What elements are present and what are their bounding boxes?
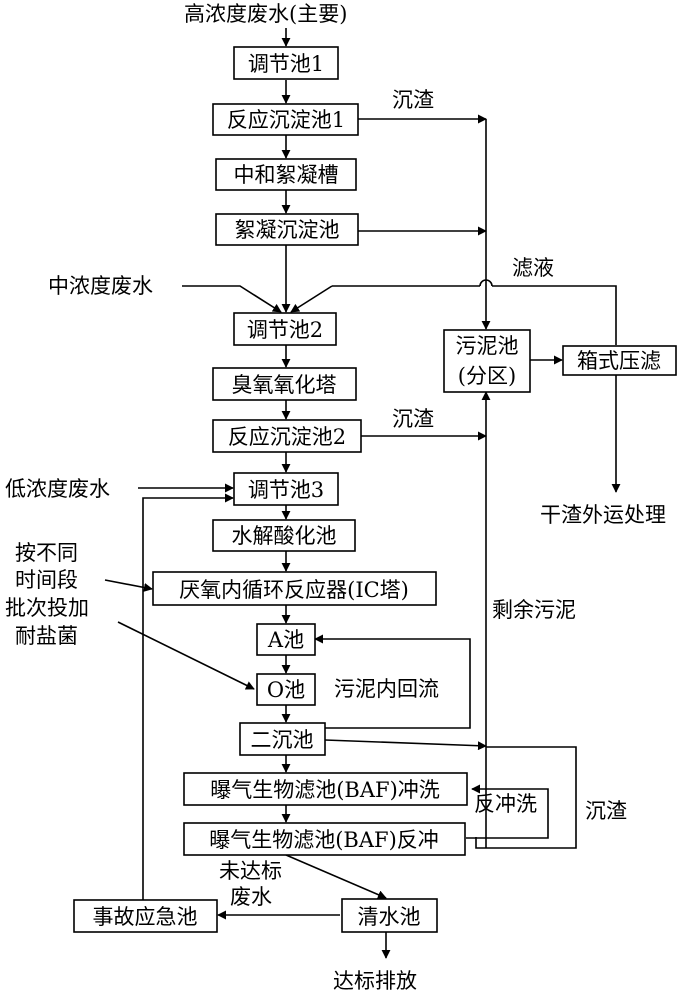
svg-text:A池: A池 <box>267 628 304 652</box>
box-sgyjc: 事故应急池 <box>73 899 218 933</box>
box-qsc: 清水池 <box>341 898 438 933</box>
svg-text:废水: 废水 <box>230 885 272 909</box>
box-wnc: 污泥池 (分区) <box>443 329 531 393</box>
svg-text:按不同: 按不同 <box>15 541 78 565</box>
label-bacteria: 按不同 时间段 批次投加 耐盐菌 <box>5 541 89 648</box>
label-filtrate: 滤液 <box>512 256 554 280</box>
box-xsyl: 箱式压滤 <box>562 345 677 376</box>
svg-text:污泥池: 污泥池 <box>456 334 519 358</box>
svg-text:絮凝沉淀池: 絮凝沉淀池 <box>235 218 340 242</box>
label-sludge-return: 污泥内回流 <box>334 677 439 701</box>
box-fycdc1: 反应沉淀池1 <box>212 103 359 136</box>
svg-text:(分区): (分区) <box>458 364 516 388</box>
box-tjc3: 调节池3 <box>233 472 339 506</box>
box-o: O池 <box>256 673 316 706</box>
svg-text:水解酸化池: 水解酸化池 <box>232 524 337 548</box>
label-residual-sludge: 剩余污泥 <box>492 598 576 622</box>
svg-text:反应沉淀池1: 反应沉淀池1 <box>227 108 345 132</box>
title-high-concentration: 高浓度废水(主要) <box>184 2 347 26</box>
label-backwash: 反冲洗 <box>474 792 537 816</box>
box-tjc2: 调节池2 <box>233 312 337 346</box>
label-slag-3: 沉渣 <box>585 799 627 823</box>
box-tjc1: 调节池1 <box>233 46 339 80</box>
svg-text:清水池: 清水池 <box>358 905 421 929</box>
svg-text:臭氧氧化塔: 臭氧氧化塔 <box>232 373 337 397</box>
box-fycdc2: 反应沉淀池2 <box>212 419 362 453</box>
svg-text:未达标: 未达标 <box>219 859 282 883</box>
svg-text:事故应急池: 事故应急池 <box>93 905 198 929</box>
svg-text:时间段: 时间段 <box>15 568 78 592</box>
label-dry-slag: 干渣外运处理 <box>540 503 666 527</box>
svg-text:调节池3: 调节池3 <box>248 478 324 502</box>
svg-text:调节池1: 调节池1 <box>248 52 324 76</box>
box-baf-back: 曝气生物滤池(BAF)反冲 <box>183 822 466 856</box>
label-discharge: 达标排放 <box>333 969 417 993</box>
label-mid-waste: 中浓度废水 <box>48 274 153 298</box>
svg-text:耐盐菌: 耐盐菌 <box>15 624 78 648</box>
svg-text:曝气生物滤池(BAF)冲洗: 曝气生物滤池(BAF)冲洗 <box>210 778 440 802</box>
svg-text:箱式压滤: 箱式压滤 <box>577 349 661 373</box>
svg-text:批次投加: 批次投加 <box>5 596 89 620</box>
svg-text:二沉池: 二沉池 <box>251 728 314 752</box>
svg-text:曝气生物滤池(BAF)反冲: 曝气生物滤池(BAF)反冲 <box>209 828 439 852</box>
svg-text:反应沉淀池2: 反应沉淀池2 <box>228 425 346 449</box>
connectors <box>104 28 621 959</box>
svg-text:厌氧内循环反应器(IC塔): 厌氧内循环反应器(IC塔) <box>179 578 409 602</box>
label-unqualified: 未达标 废水 <box>219 859 282 909</box>
box-baf-wash: 曝气生物滤池(BAF)冲洗 <box>183 772 468 806</box>
box-xncdc: 絮凝沉淀池 <box>215 213 359 246</box>
label-slag-2: 沉渣 <box>392 407 434 431</box>
box-cyyht: 臭氧氧化塔 <box>212 367 357 401</box>
box-ic: 厌氧内循环反应器(IC塔) <box>152 571 437 606</box>
label-low-waste: 低浓度废水 <box>5 477 110 501</box>
svg-text:调节池2: 调节池2 <box>247 318 323 342</box>
svg-text:中和絮凝槽: 中和絮凝槽 <box>234 163 339 187</box>
box-ecc: 二沉池 <box>239 722 326 756</box>
box-a: A池 <box>256 623 316 656</box>
label-slag-1: 沉渣 <box>392 88 434 112</box>
box-sjshc: 水解酸化池 <box>212 519 356 552</box>
box-zhxnc: 中和絮凝槽 <box>215 158 357 191</box>
svg-text:O池: O池 <box>267 678 305 702</box>
